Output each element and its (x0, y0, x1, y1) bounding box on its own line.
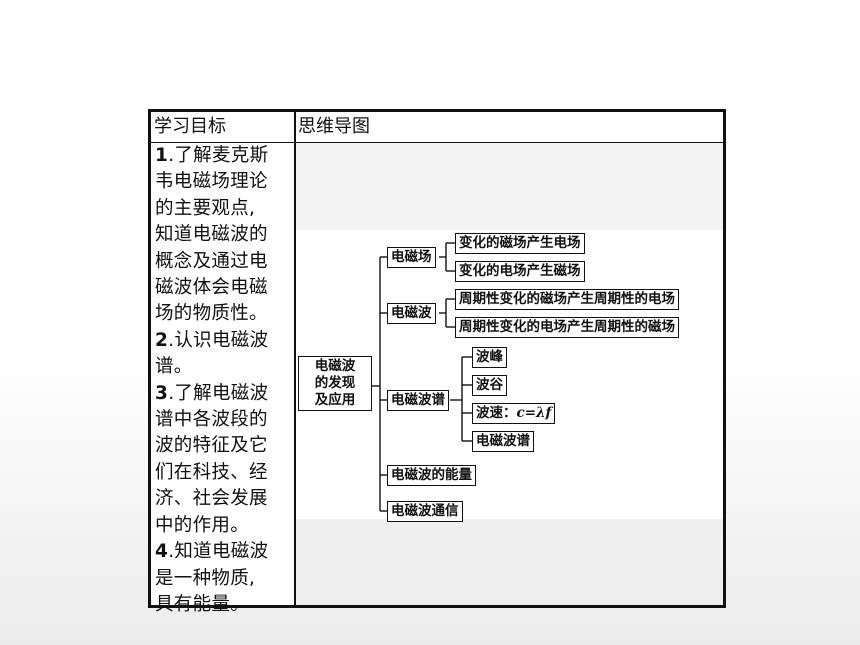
goal-text: .了解麦克斯 韦电磁场理论 的主要观点, 知道电磁波的 概念及通过电 磁波体会电… (155, 145, 269, 325)
leaf-changing-electric-field: 变化的电场产生磁场 (455, 261, 585, 282)
mindmap-top-blank (296, 143, 723, 230)
goal-number: 2 (155, 329, 169, 351)
goal-number: 3 (155, 382, 169, 404)
mind-map: 电磁波 的发现 及应用 电磁场 变化的磁场产生电场 变化的电场产生磁场 电磁波 … (296, 230, 723, 522)
leaf-periodic-electric: 周期性变化的电场产生周期性的磁场 (455, 317, 679, 338)
goal-number: 4 (155, 541, 169, 563)
leaf-crest: 波峰 (472, 347, 507, 368)
mindmap-bottom-blank (296, 519, 723, 605)
leaf-changing-magnetic-field: 变化的磁场产生电场 (455, 233, 585, 254)
header-mind-map: 思维导图 (298, 116, 370, 137)
leaf-trough: 波谷 (472, 375, 507, 396)
wave-speed-label: 波速： (476, 405, 517, 421)
mind-map-connectors (372, 242, 472, 512)
header-learning-goals: 学习目标 (154, 116, 226, 137)
goal-number: 1 (155, 145, 169, 166)
branch-em-spectrum: 电磁波谱 (387, 390, 449, 411)
mindmap-root: 电磁波 的发现 及应用 (298, 356, 372, 411)
goal-text: .知道电磁波 是一种物质, 具有能量。 (155, 541, 269, 615)
leaf-spectrum: 电磁波谱 (472, 431, 534, 452)
leaf-periodic-magnetic: 周期性变化的磁场产生周期性的电场 (455, 289, 679, 310)
goals-mindmap-table: 学习目标 思维导图 1.了解麦克斯 韦电磁场理论 的主要观点, 知道电磁波的 概… (148, 109, 726, 615)
branch-em-energy: 电磁波的能量 (387, 465, 476, 486)
goal-text: .认识电磁波 谱。 (155, 329, 269, 378)
branch-em-wave: 电磁波 (387, 303, 436, 324)
goal-text: .了解电磁波 谱中各波段的 波的特征及它 们在科技、经 济、社会发展 中的作用。 (155, 382, 269, 536)
column-divider (294, 112, 296, 605)
header-divider (151, 142, 723, 143)
goals-list: 1.了解麦克斯 韦电磁场理论 的主要观点, 知道电磁波的 概念及通过电 磁波体会… (155, 143, 291, 618)
branch-em-communication: 电磁波通信 (387, 501, 463, 522)
wave-speed-formula: c=λf (516, 405, 552, 421)
leaf-wave-speed: 波速：c=λf (472, 403, 556, 424)
branch-em-field: 电磁场 (387, 247, 436, 268)
